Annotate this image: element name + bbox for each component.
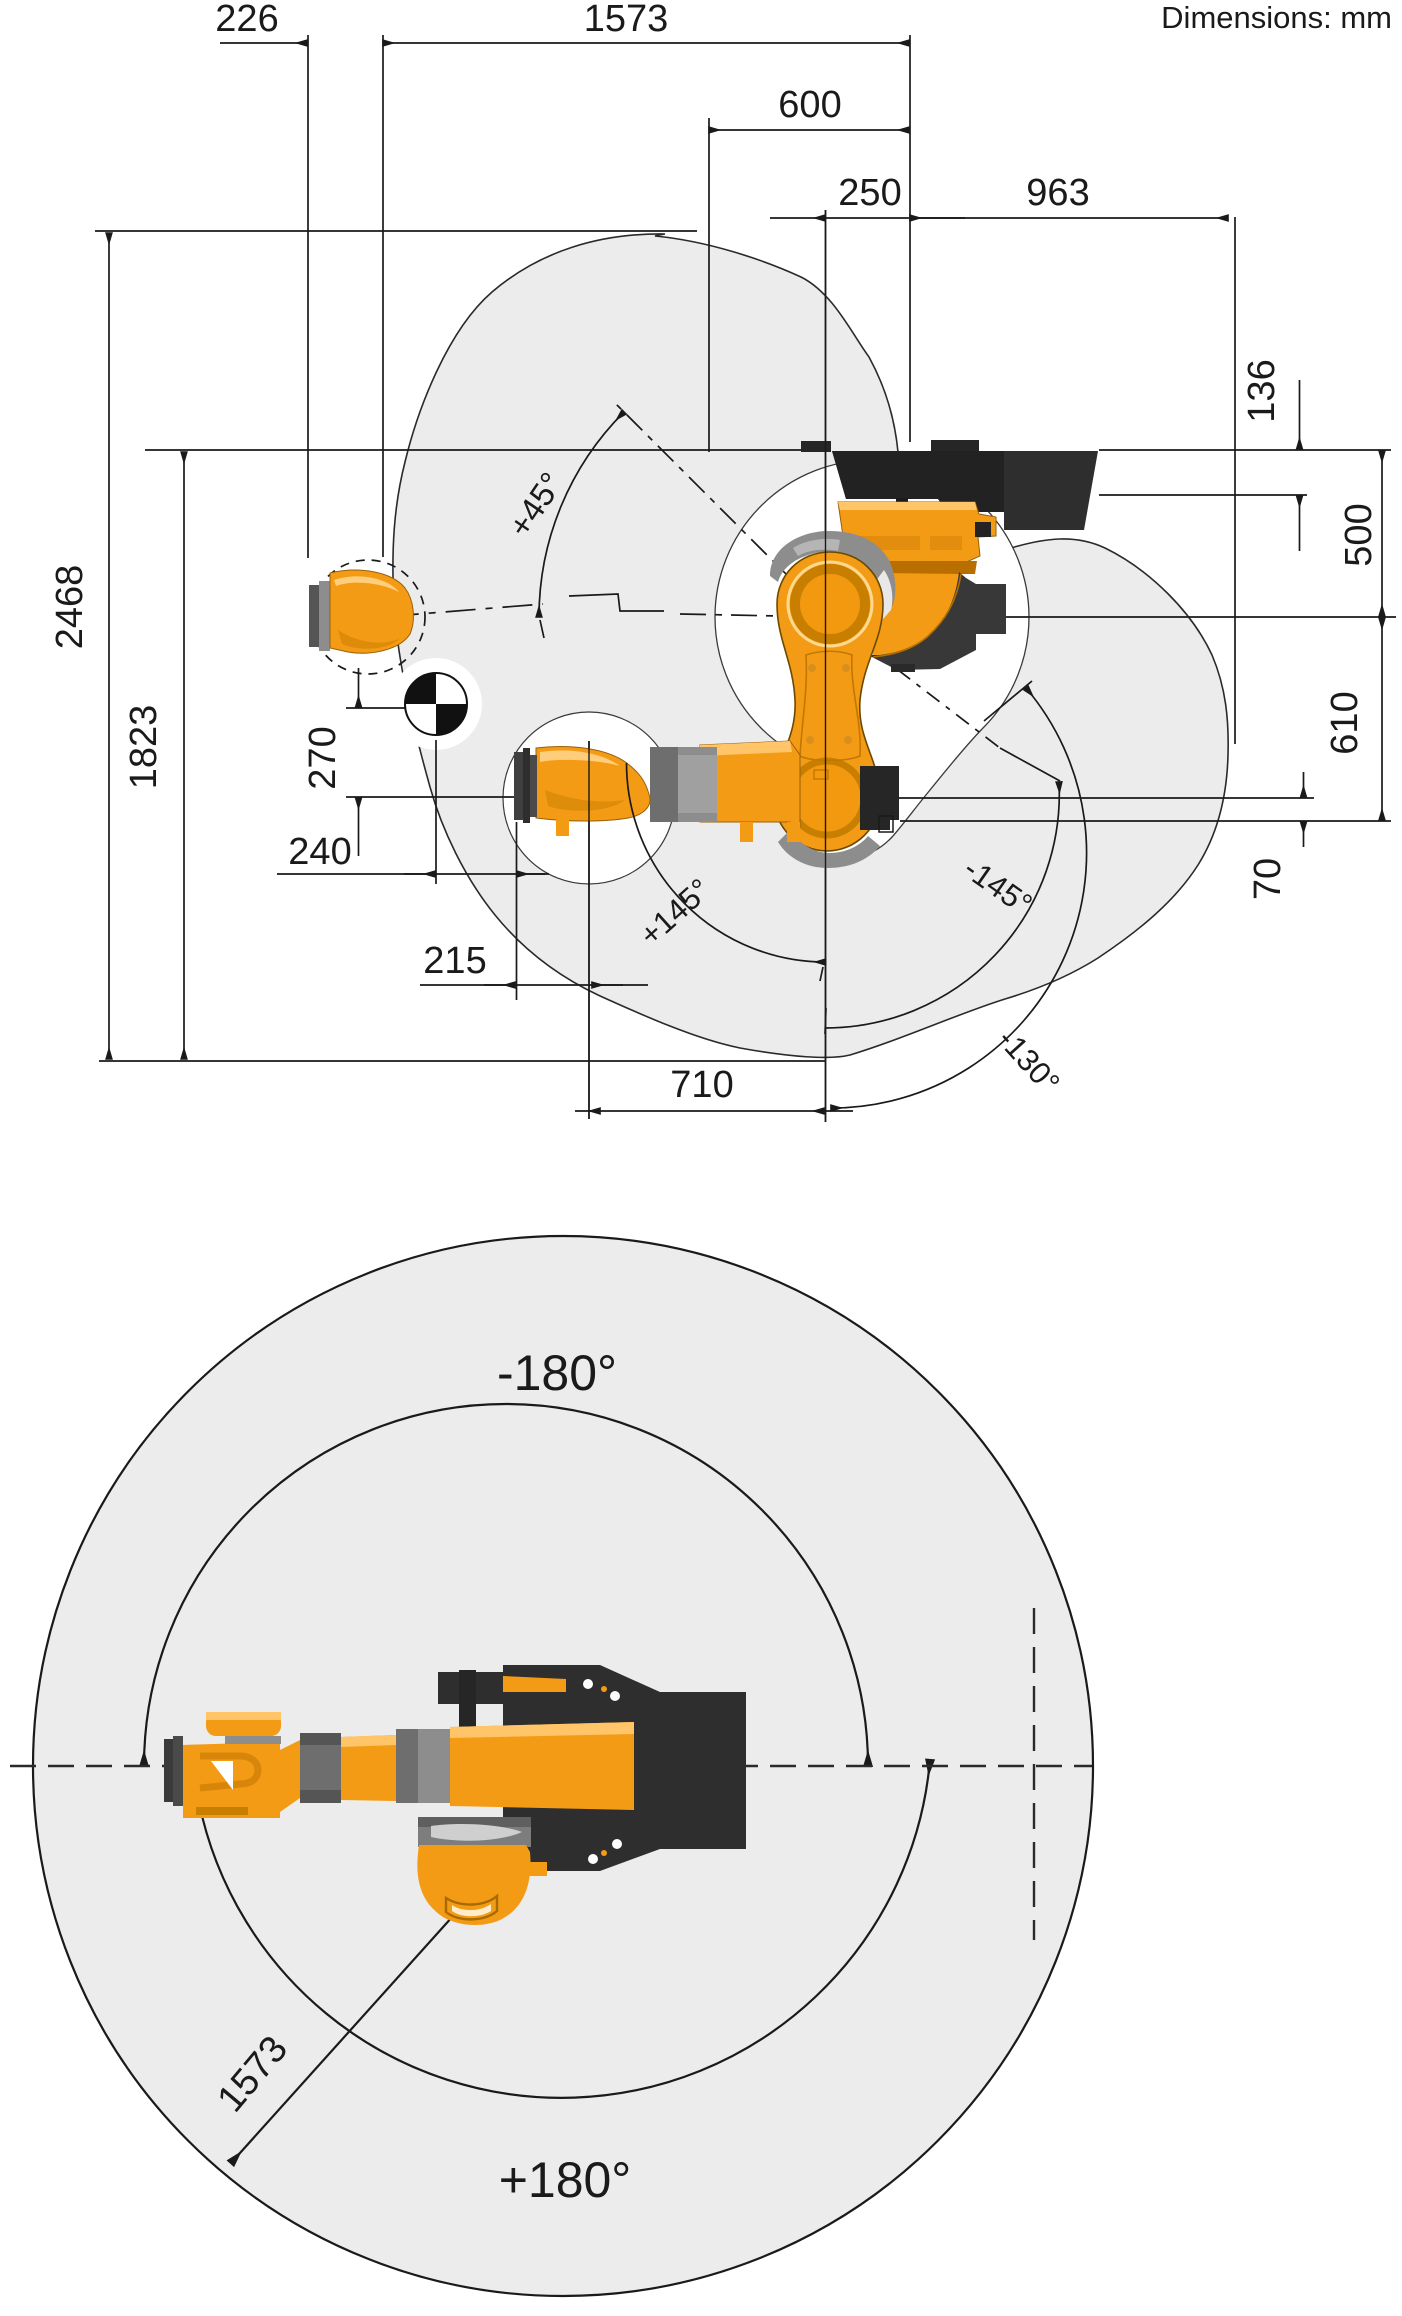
svg-text:240: 240	[288, 831, 351, 873]
svg-text:2468: 2468	[49, 565, 91, 650]
svg-text:226: 226	[215, 0, 278, 40]
svg-text:1573: 1573	[584, 0, 669, 40]
svg-text:1823: 1823	[123, 705, 165, 790]
svg-text:610: 610	[1324, 691, 1366, 754]
svg-text:250: 250	[838, 172, 901, 214]
svg-text:-130°: -130°	[991, 1022, 1067, 1101]
svg-text:710: 710	[670, 1064, 733, 1106]
svg-text:500: 500	[1338, 503, 1380, 566]
svg-text:600: 600	[778, 84, 841, 126]
svg-text:+180°: +180°	[499, 2152, 632, 2208]
svg-text:136: 136	[1241, 359, 1283, 422]
svg-text:-180°: -180°	[497, 1345, 617, 1401]
svg-text:215: 215	[423, 940, 486, 982]
svg-text:963: 963	[1026, 172, 1089, 214]
svg-text:270: 270	[302, 726, 344, 789]
svg-text:Dimensions: mm: Dimensions: mm	[1161, 0, 1392, 35]
svg-text:70: 70	[1247, 858, 1289, 900]
